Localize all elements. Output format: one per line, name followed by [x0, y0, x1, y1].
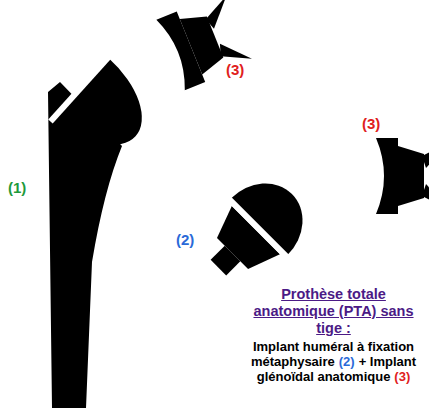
glenoid-implant — [156, 0, 253, 90]
heading: Prothèse totale anatomique (PTA) sans ti… — [240, 286, 427, 337]
description-text: (2) — [339, 354, 355, 369]
glenoid-implant — [376, 138, 429, 214]
humeral-head — [50, 53, 166, 170]
callout-number: (3) — [362, 116, 380, 131]
stemless-humeral-implant — [187, 163, 323, 299]
description-block: Prothèse totale anatomique (PTA) sans ti… — [240, 286, 427, 384]
description: Implant huméral à fixation métaphysaire(… — [240, 339, 427, 384]
description-text: (3) — [394, 369, 410, 384]
callout-number: (1) — [8, 180, 26, 195]
callout-number: (2) — [176, 232, 194, 247]
callout-number: (3) — [226, 62, 244, 77]
